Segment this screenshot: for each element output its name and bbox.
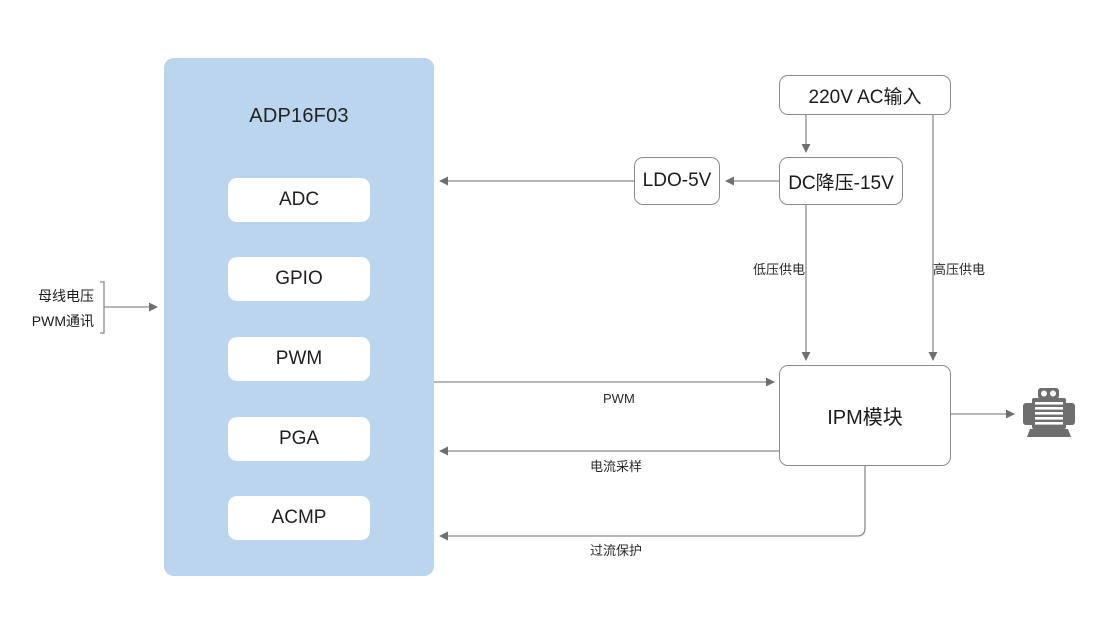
wire-overcurrent-to-mcu xyxy=(439,466,866,541)
peripheral-block-adc[interactable]: ADC xyxy=(228,178,370,222)
label-signal-current-sampling: 电流采样 xyxy=(590,459,643,474)
block-ipm-module[interactable]: IPM模块 xyxy=(779,365,951,466)
block-ac-input[interactable]: 220V AC输入 xyxy=(779,75,951,115)
motor-icon xyxy=(1022,387,1078,439)
mcu-title: ADP16F03 xyxy=(249,105,349,127)
input-label-bus-voltage: 母线电压 xyxy=(38,288,94,304)
peripheral-block-pga[interactable]: PGA xyxy=(228,417,370,461)
block-dc-buck[interactable]: DC降压-15V xyxy=(779,157,903,205)
peripheral-block-pwm[interactable]: PWM xyxy=(228,337,370,381)
label-low-voltage-supply: 低压供电 xyxy=(753,262,806,277)
label-signal-pwm: PWM xyxy=(603,391,635,406)
label-signal-overcurrent-protection: 过流保护 xyxy=(590,543,643,558)
peripheral-block-gpio[interactable]: GPIO xyxy=(228,257,370,301)
block-ldo[interactable]: LDO-5V xyxy=(634,157,720,205)
input-label-pwm-comm: PWM通讯 xyxy=(31,313,94,329)
input-bracket xyxy=(100,281,158,334)
mcu-panel xyxy=(164,58,434,576)
peripheral-block-acmp[interactable]: ACMP xyxy=(228,496,370,540)
label-high-voltage-supply: 高压供电 xyxy=(933,262,986,277)
